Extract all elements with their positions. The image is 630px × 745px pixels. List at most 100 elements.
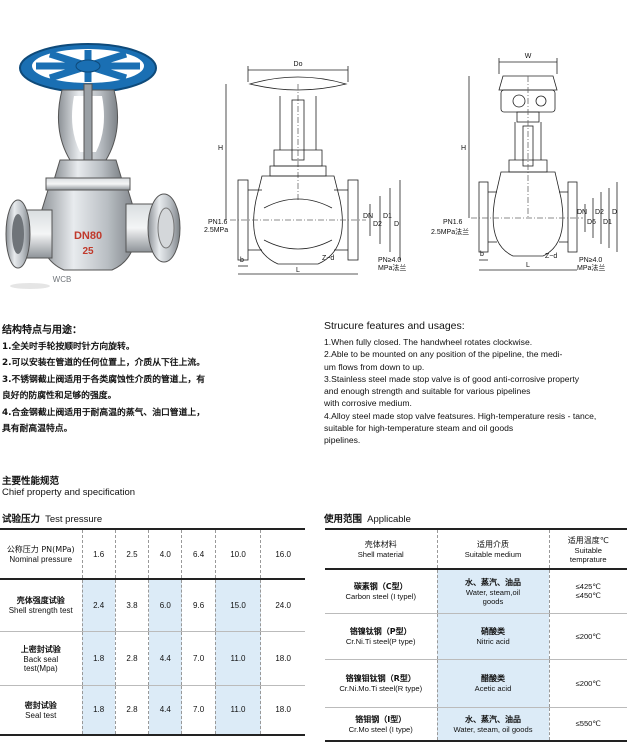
medium-zh: 醋酸类 (481, 674, 505, 683)
table-cell: 9.6 (181, 579, 216, 631)
row-label-en: Seal test (25, 710, 57, 720)
header-medium-en: Suitable medium (464, 550, 522, 559)
material-en: Cr.Ni.Mo.Ti steel(R type) (339, 684, 423, 693)
features-en-line: um flows from down to up. (324, 361, 425, 372)
row-label-en: Shell strength test (8, 606, 73, 616)
material-zh: 铬镍钼钛钢（R型） (345, 674, 416, 683)
table-cell: 4.0 (148, 529, 182, 579)
pn-label-right-3: PN≥4.0 (579, 257, 602, 264)
medium-zh: 水、蒸汽、油品 (465, 714, 521, 724)
table-cell: 4.4 (148, 631, 182, 685)
drawing-handwheel-valve: Do H DN D2 D1 D PN1.6 2.5MPa PN≥4.0 MPa法… (204, 61, 406, 275)
dim-do: Do (294, 61, 303, 68)
table-cell: 16.0 (260, 529, 305, 579)
header-material-en: Shell material (357, 550, 404, 559)
features-en-title: Strucure features and usages: (324, 320, 465, 332)
table-cell: 11.0 (214, 685, 261, 735)
pn-label-right-1: PN1.6 (443, 219, 463, 226)
medium-zh: 硝酸类 (481, 627, 505, 636)
table-cell: 6.0 (148, 579, 182, 631)
dim-l: L (296, 267, 300, 274)
table-cell: 2.4 (81, 579, 116, 631)
applicable-heading: 使用范围 Applicable (324, 507, 411, 526)
medium-zh: 水、蒸汽、油品 (465, 577, 521, 587)
material-en: Cr.Mo steel (I type) (348, 724, 413, 734)
header-material: 壳体材料 Shell material (325, 529, 437, 569)
dim-d2: D2 (373, 221, 382, 228)
features-zh-line: 4.合金钢截止阀适用于耐高温的蒸气、油口管道上， (2, 407, 205, 418)
dim-b-right: b (480, 251, 484, 258)
features-zh-line: 具有耐高温特点。 (2, 424, 73, 435)
dim-l-right: L (526, 262, 530, 269)
table-cell: 2.5 (114, 529, 149, 579)
row-label: 公称压力 PN(MPa) Nominal pressure (0, 529, 82, 579)
test-pressure-heading: 试验压力 Test pressure (2, 507, 102, 526)
medium-en: Water, steam,oil (465, 587, 521, 597)
material-zh: 铬镍钛钢（P型） (349, 627, 412, 636)
dim-b: b (240, 257, 244, 264)
temp-value: ≤200℃ (575, 631, 601, 641)
applicable-title-zh: 使用范围 (324, 514, 363, 525)
temp-value: ≤450℃ (575, 591, 601, 601)
table-cell: 15.0 (214, 579, 261, 631)
table-cell: 7.0 (181, 685, 216, 735)
features-en-line: pipelines. (324, 435, 361, 446)
features-zh-line: 3.不锈钢截止阀适用于各类腐蚀性介质的管道上，有 (2, 374, 205, 385)
header-temp-en: temprature (569, 554, 607, 564)
table-cell: 18.0 (260, 685, 305, 735)
row-label-zh: 上密封试验 (20, 644, 61, 654)
table-row: 公称压力 PN(MPa) Nominal pressure 1.6 2.5 4.… (0, 529, 305, 579)
features-en: Strucure features and usages: 1.When ful… (324, 320, 596, 447)
photo-marking-material: WCB (53, 275, 72, 284)
photo-marking-dn: DN80 (74, 230, 102, 242)
pn-label-right-2: 2.5MPa法兰 (431, 227, 469, 236)
row-label: 上密封试验 Back seal test(Mpa) (0, 631, 82, 685)
dim-d2-right: D2 (595, 209, 604, 216)
pn-label-3: PN≥4.0 (378, 257, 401, 264)
table-cell: 11.0 (214, 631, 261, 685)
row-label-zh: 公称压力 PN(MPa) (6, 545, 75, 554)
temp-value: ≤200℃ (575, 678, 601, 688)
dim-d1-right: D1 (603, 219, 612, 226)
table-row: 壳体材料 Shell material 适用介质 Suitable medium… (325, 529, 627, 569)
header-temp-zh: 适用温度℃ (567, 535, 609, 545)
dim-d1: D1 (383, 213, 392, 220)
drawing-electric-valve: W H DN D6 D2 D1 D PN1.6 2.5MPa法兰 PN≥4.0 … (431, 53, 618, 272)
features-en-line: 2.Able to be mounted on any position of … (324, 349, 563, 360)
photo-marking-pn: 25 (82, 246, 94, 257)
table-row: 壳体强度试验 Shell strength test 2.4 3.8 6.0 9… (0, 579, 305, 631)
header-medium-zh: 适用介质 (477, 540, 509, 549)
dim-dn: DN (363, 213, 373, 220)
dim-d-right: D (612, 209, 617, 216)
header-medium: 适用介质 Suitable medium (436, 529, 549, 569)
row-label-en: Back seal test(Mpa) (23, 654, 59, 673)
dim-dn-right: DN (577, 209, 587, 216)
dim-h-right: H (461, 145, 466, 152)
pn-label-4: MPa法兰 (378, 263, 406, 272)
features-zh-line: 良好的防腐性和足够的强度。 (2, 391, 117, 402)
test-pressure-table: 公称压力 PN(MPa) Nominal pressure 1.6 2.5 4.… (0, 528, 305, 736)
material-en: Cr.Ni.Ti steel(P type) (345, 637, 416, 646)
material-en: Carbon steel (I typel) (345, 592, 416, 602)
features-zh-line: 1.全关时手轮按顺时针方向旋转。 (2, 342, 135, 352)
table-row: 密封试验 Seal test 1.8 2.8 4.4 7.0 11.0 18.0 (0, 685, 305, 735)
header-temp: 适用温度℃ Suitable temprature (548, 529, 627, 569)
temp-value: ≤425℃ (575, 582, 601, 592)
row-label: 密封试验 Seal test (0, 685, 82, 735)
table-cell: 1.6 (81, 529, 116, 579)
material-zh: 碳素钢（C型） (353, 582, 408, 592)
features-en-line: 3.Stainless steel made stop valve is of … (324, 373, 580, 384)
pn-label-1: PN1.6 (208, 219, 228, 226)
material-zh: 铬钼钢（I型） (355, 714, 407, 724)
features-zh-title: 结构特点与用途： (2, 325, 82, 336)
medium-en: Water, steam, oil goods (453, 724, 533, 734)
dim-h: H (218, 145, 223, 152)
table-cell: 4.4 (148, 685, 182, 735)
row-label-en: Nominal pressure (9, 555, 73, 564)
features-en-line: 1.When fully closed. The handwheel rotat… (324, 337, 533, 347)
spec-title-en: Chief property and specification (2, 487, 136, 498)
